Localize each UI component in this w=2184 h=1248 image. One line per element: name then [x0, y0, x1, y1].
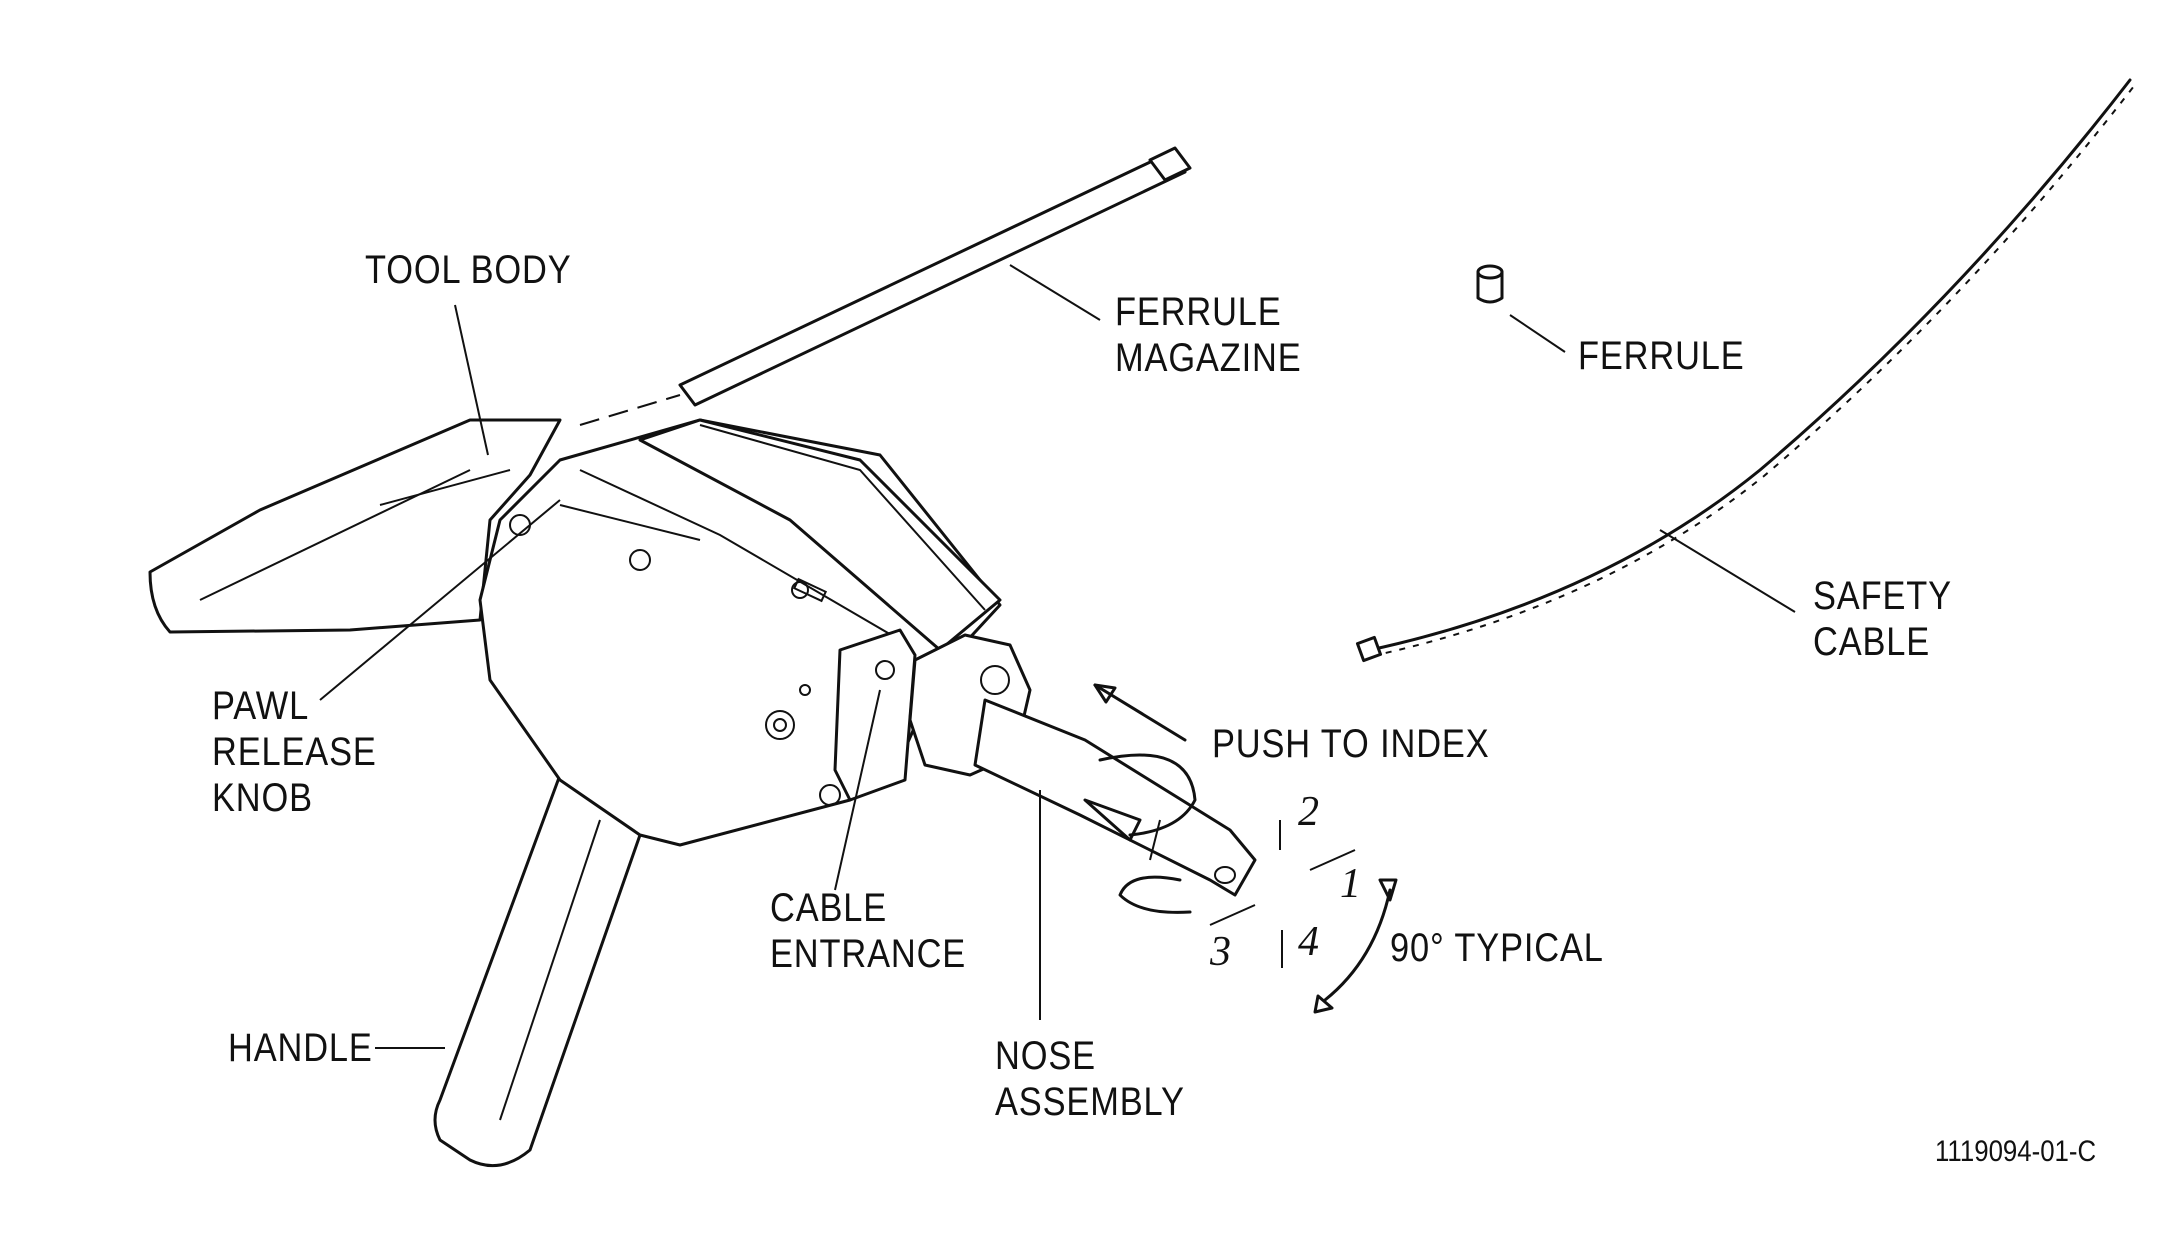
label-pawl-release-knob-line-3: KNOB [212, 776, 313, 820]
label-safety-cable-line-1: SAFETY [1813, 574, 1952, 618]
figure-number: 1119094-01-C [1935, 1135, 2097, 1168]
label-ferrule-magazine-line-1: FERRULE [1115, 290, 1282, 334]
label-nose-assembly: NOSE ASSEMBLY [995, 1033, 1185, 1125]
label-ferrule: FERRULE [1578, 334, 1745, 378]
label-ninety-typical: 90° TYPICAL [1390, 926, 1604, 970]
ferrule-part [1476, 270, 1504, 304]
leader-pawl-release [319, 499, 561, 701]
label-push-to-index: PUSH TO INDEX [1212, 722, 1490, 766]
leader-ferrule [1509, 314, 1566, 353]
leader-cable-entrance [834, 689, 881, 891]
index-position-4: 4 [1298, 919, 1319, 965]
index-position-2: 2 [1298, 789, 1319, 835]
label-safety-cable-line-2: CABLE [1813, 620, 1931, 664]
label-cable-entrance-line-1: CABLE [770, 886, 888, 930]
rear-box [638, 418, 1002, 652]
label-pawl-release-knob: PAWL RELEASE KNOB [212, 683, 377, 821]
safety-cable [1368, 78, 2132, 652]
handle-grip [433, 773, 642, 1168]
nose-shaft [973, 698, 1257, 897]
label-nose-assembly-line-1: NOSE [995, 1034, 1096, 1078]
label-pawl-release-knob-line-2: RELEASE [212, 730, 377, 774]
index-position-1: 1 [1340, 861, 1361, 907]
ferrule-magazine-rod [678, 153, 1187, 407]
label-cable-entrance-line-2: ENTRANCE [770, 932, 967, 976]
leader-safety-cable [1659, 529, 1796, 613]
label-handle: HANDLE [228, 1026, 373, 1070]
label-safety-cable: SAFETY CABLE [1813, 573, 1952, 665]
label-ferrule-magazine: FERRULE MAGAZINE [1115, 289, 1302, 381]
label-tool-body: TOOL BODY [365, 248, 572, 292]
index-position-3: 3 [1210, 929, 1231, 975]
label-cable-entrance: CABLE ENTRANCE [770, 885, 966, 977]
label-pawl-release-knob-line-1: PAWL [212, 684, 310, 728]
label-nose-assembly-line-2: ASSEMBLY [995, 1080, 1185, 1124]
leader-ferrule-magazine [1009, 264, 1101, 321]
leader-tool-body [454, 304, 489, 456]
label-ferrule-magazine-line-2: MAGAZINE [1115, 336, 1302, 380]
